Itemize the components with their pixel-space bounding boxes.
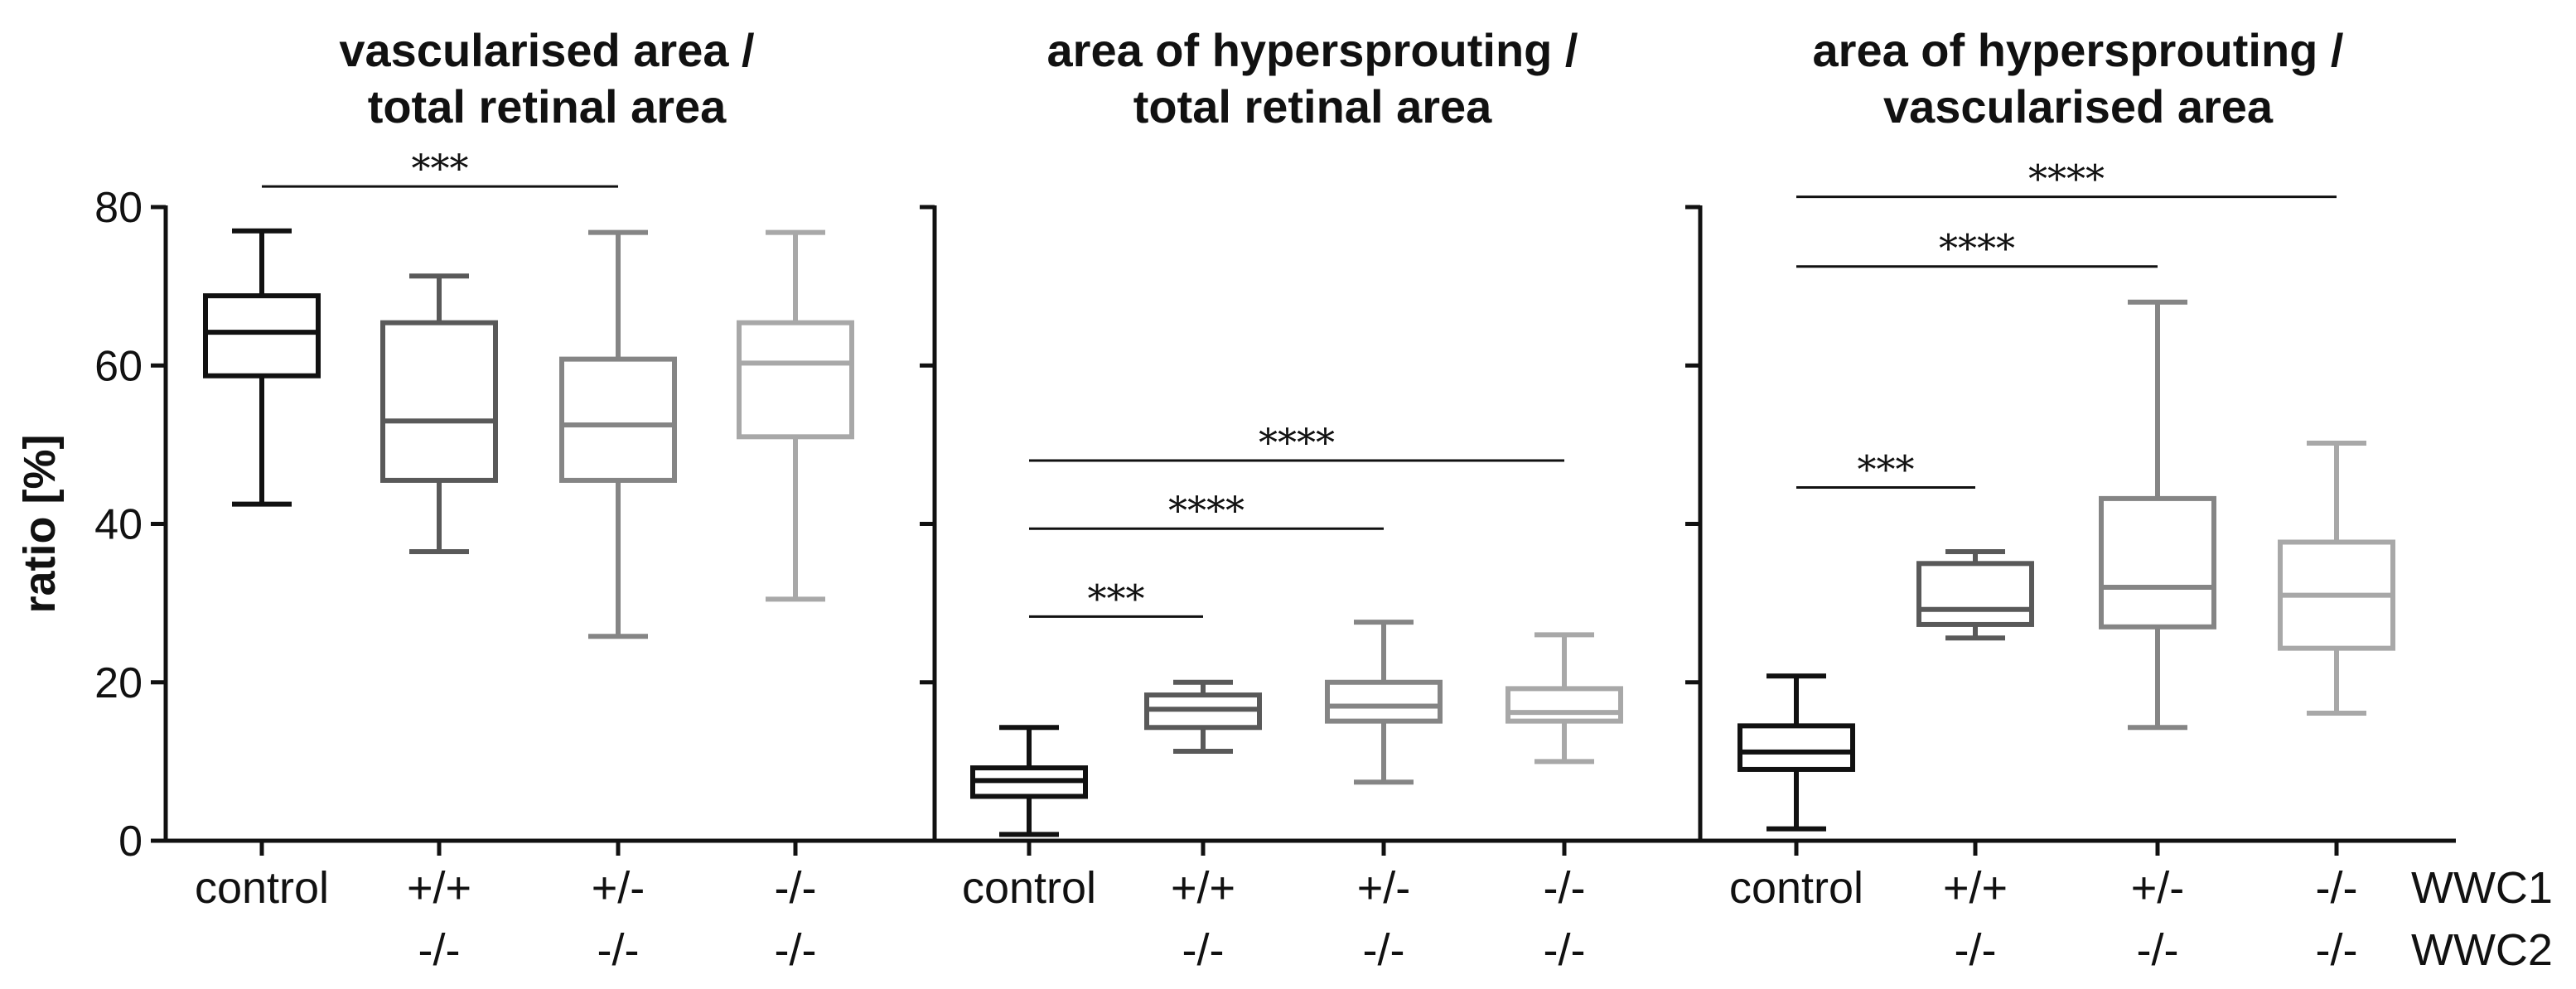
panel-1-title-line-2: total retinal area xyxy=(368,80,727,133)
panel-1-title-line-1: vascularised area / xyxy=(339,24,755,76)
panel-2-box xyxy=(1505,686,1623,724)
panel-1-category-label-row2: -/- xyxy=(775,925,817,975)
panel-3-title-line-2: vascularised area xyxy=(1883,80,2274,133)
panel-2-category-label-row2: -/- xyxy=(1544,925,1586,975)
panel-1-box xyxy=(737,320,854,440)
genotype-row-label-wwc2: WWC2 xyxy=(2411,925,2553,975)
panel-1-category-label: control xyxy=(195,863,329,913)
panel-3-category-label-row2: -/- xyxy=(2316,925,2358,975)
panel-2-category-label-row2: -/- xyxy=(1182,925,1225,975)
panel-3-category-label-row2: -/- xyxy=(1955,925,1997,975)
panel-2-category-label: -/- xyxy=(1544,863,1586,913)
y-tick-label: 40 xyxy=(94,501,143,549)
panel-3-category-label: control xyxy=(1729,863,1863,913)
panel-1-category-label: +/- xyxy=(592,863,645,913)
panel-3-significance-label: **** xyxy=(1939,226,2015,271)
panel-2-significance-label: **** xyxy=(1168,488,1245,533)
panel-2-significance-label: *** xyxy=(1088,576,1145,620)
panel-2-box xyxy=(1325,679,1443,724)
panel-3-category-label-row2: -/- xyxy=(2137,925,2179,975)
panel-2-title-line-2: total retinal area xyxy=(1133,80,1492,133)
panel-1-box xyxy=(203,293,321,379)
panel-3-category-label: -/- xyxy=(2316,863,2358,913)
panel-2-category-label: +/+ xyxy=(1171,863,1235,913)
y-axis-label: ratio [%] xyxy=(15,435,65,614)
panel-3-box xyxy=(1737,723,1855,772)
panel-3-box xyxy=(2099,495,2216,630)
y-tick-label: 60 xyxy=(94,342,143,390)
panel-1-category-label: +/+ xyxy=(407,863,471,913)
panel-3-box xyxy=(1916,561,2034,627)
panel-1-category-label: -/- xyxy=(775,863,817,913)
y-tick-label: 20 xyxy=(94,659,143,707)
panel-1-significance-label: *** xyxy=(412,146,469,191)
panel-3-category-label: +/+ xyxy=(1943,863,2008,913)
panel-2-category-label-row2: -/- xyxy=(1363,925,1405,975)
panel-3-title-line-1: area of hypersprouting / xyxy=(1813,24,2344,76)
y-tick-label: 80 xyxy=(94,184,143,232)
panel-2-significance-label: **** xyxy=(1259,420,1335,465)
panel-3-significance-label: **** xyxy=(2028,157,2105,201)
panel-3-significance-label: *** xyxy=(1858,447,1915,492)
genotype-row-label-wwc1: WWC1 xyxy=(2411,863,2553,913)
panel-1-category-label-row2: -/- xyxy=(418,925,461,975)
panel-1-category-label-row2: -/- xyxy=(597,925,640,975)
panel-2-category-label: control xyxy=(962,863,1096,913)
panel-2-category-label: +/- xyxy=(1357,863,1411,913)
panel-1-box xyxy=(559,356,677,483)
panel-1-box xyxy=(380,320,498,483)
panel-2-title-line-1: area of hypersprouting / xyxy=(1047,24,1578,76)
panel-3-category-label: +/- xyxy=(2131,863,2185,913)
y-tick-label: 0 xyxy=(118,818,143,866)
